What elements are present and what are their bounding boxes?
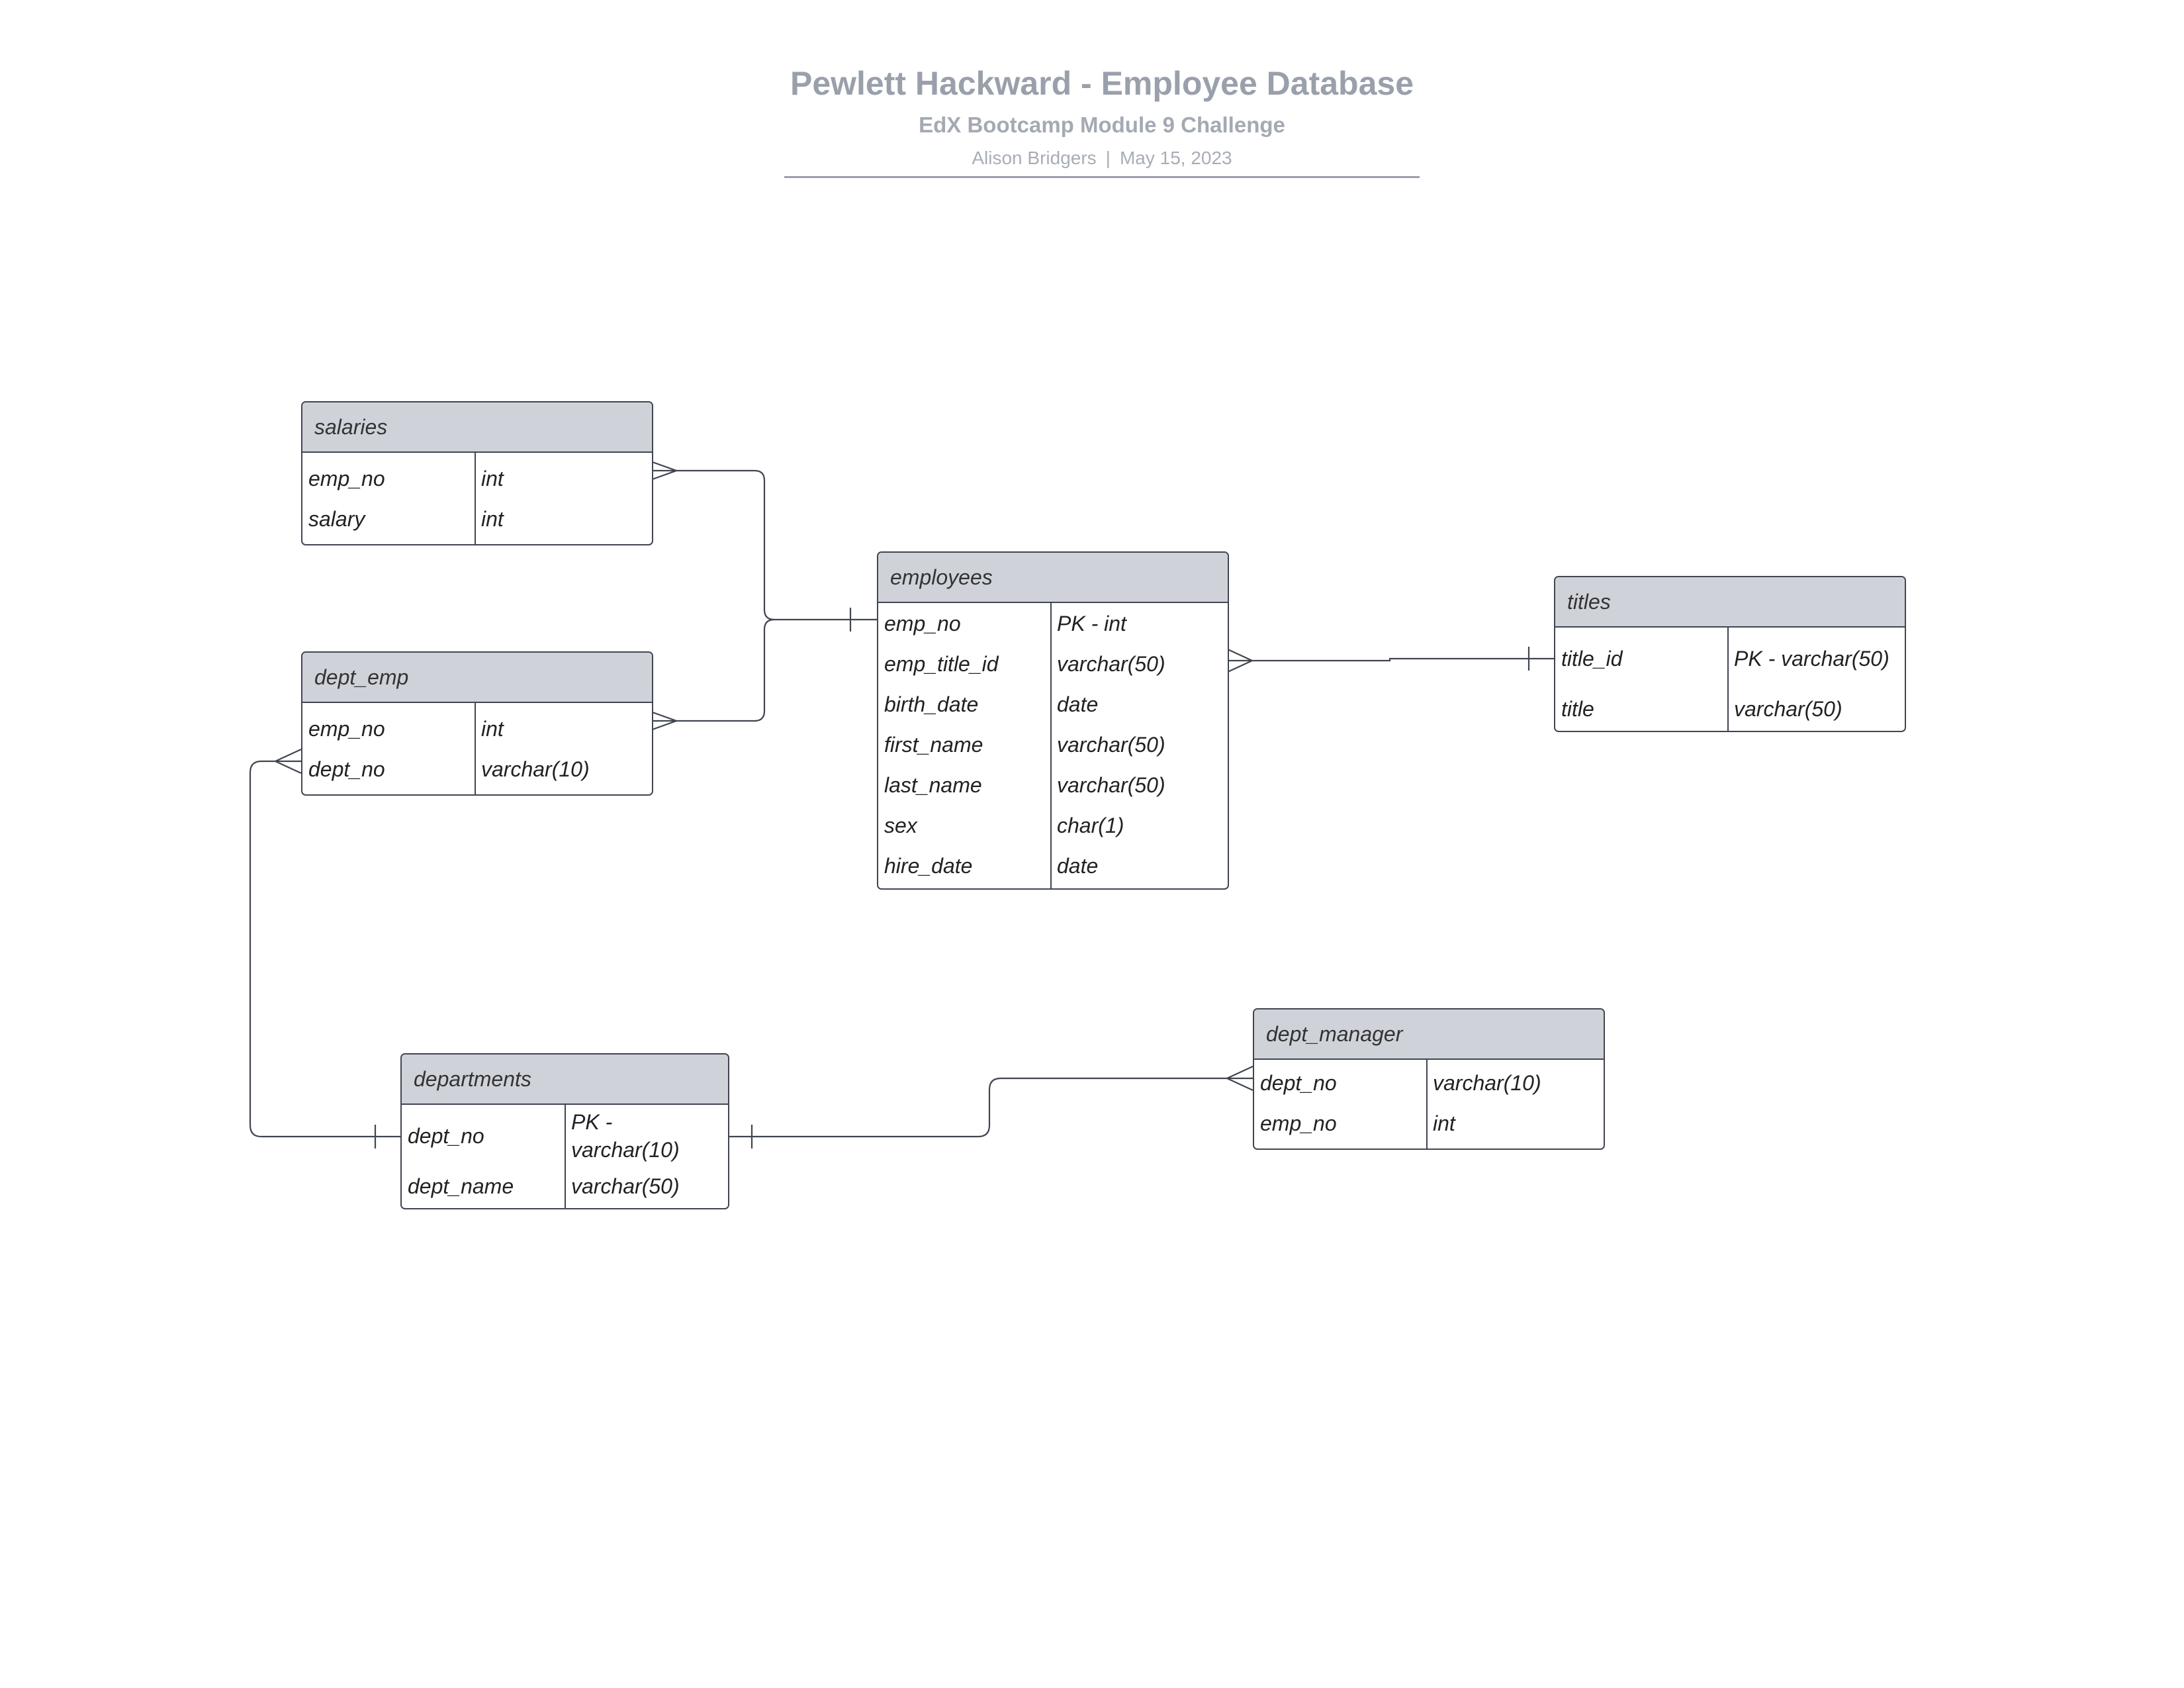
field-name: dept_no bbox=[408, 1124, 484, 1148]
field-type: varchar(50) bbox=[571, 1174, 680, 1198]
field-name: title bbox=[1561, 697, 1594, 721]
field-type: int bbox=[481, 716, 504, 741]
entity-title: titles bbox=[1555, 577, 1905, 628]
field-type: PK - varchar(10) bbox=[571, 1110, 680, 1162]
field-name: emp_no bbox=[1260, 1111, 1337, 1135]
field-name: dept_no bbox=[308, 757, 385, 781]
field-name: birth_date bbox=[884, 692, 979, 716]
meta-separator: | bbox=[1105, 148, 1111, 168]
field-type: int bbox=[481, 506, 504, 531]
field-name: hire_date bbox=[884, 853, 973, 878]
field-name: dept_no bbox=[1260, 1070, 1337, 1095]
field-name: title_id bbox=[1561, 647, 1623, 671]
relationship-dept-emp-employees bbox=[651, 618, 775, 722]
field-row[interactable]: last_name varchar(50) bbox=[878, 765, 1228, 805]
header-divider bbox=[784, 176, 1420, 178]
field-row[interactable]: first_name varchar(50) bbox=[878, 724, 1228, 765]
field-type: varchar(50) bbox=[1057, 651, 1165, 676]
field-row[interactable]: dept_no varchar(10) bbox=[302, 749, 652, 789]
crowfoot-many-icon bbox=[1225, 1066, 1253, 1091]
diagram-header: Pewlett Hackward - Employee Database EdX… bbox=[784, 58, 1420, 178]
entity-title: salaries bbox=[302, 402, 652, 453]
field-name: sex bbox=[884, 813, 917, 837]
field-type: PK - varchar(50) bbox=[1734, 647, 1889, 671]
field-type: varchar(50) bbox=[1734, 697, 1843, 721]
field-row[interactable]: title varchar(50) bbox=[1555, 690, 1905, 728]
field-name: emp_no bbox=[884, 611, 961, 635]
entity-dept-emp[interactable]: dept_emp emp_no int dept_no varchar(10) bbox=[301, 651, 653, 796]
field-name: salary bbox=[308, 506, 365, 531]
field-type: varchar(10) bbox=[481, 757, 590, 781]
entity-employees[interactable]: employees emp_no PK - int emp_title_id v… bbox=[877, 551, 1229, 890]
field-name: first_name bbox=[884, 732, 983, 757]
entity-title: dept_emp bbox=[302, 653, 652, 703]
field-name: emp_title_id bbox=[884, 651, 999, 676]
entity-dept-manager[interactable]: dept_manager dept_no varchar(10) emp_no … bbox=[1253, 1008, 1605, 1150]
field-row[interactable]: title_id PK - varchar(50) bbox=[1555, 628, 1905, 690]
column-divider bbox=[565, 1105, 566, 1208]
field-name: emp_no bbox=[308, 716, 385, 741]
field-name: dept_name bbox=[408, 1174, 514, 1198]
entity-title: departments bbox=[402, 1055, 728, 1105]
field-type: varchar(50) bbox=[1057, 732, 1165, 757]
relationship-dept-emp-departments bbox=[249, 760, 400, 1138]
field-row[interactable]: sex char(1) bbox=[878, 805, 1228, 845]
field-row[interactable]: emp_no int bbox=[302, 708, 652, 749]
field-row[interactable]: emp_no int bbox=[302, 458, 652, 498]
field-name: emp_no bbox=[308, 466, 385, 491]
entity-departments[interactable]: departments dept_no PK - varchar(10) dep… bbox=[400, 1053, 729, 1209]
field-row[interactable]: emp_no int bbox=[1254, 1103, 1604, 1143]
relationship-dept-manager-departments bbox=[727, 1077, 1253, 1138]
entity-title: employees bbox=[878, 553, 1228, 603]
field-type: int bbox=[1433, 1111, 1455, 1135]
field-type: int bbox=[481, 466, 504, 491]
field-row[interactable]: dept_no varchar(10) bbox=[1254, 1062, 1604, 1103]
author-name: Alison Bridgers bbox=[972, 148, 1097, 168]
diagram-title: Pewlett Hackward - Employee Database bbox=[790, 65, 1414, 102]
entity-title: dept_manager bbox=[1254, 1009, 1604, 1060]
field-row[interactable]: salary int bbox=[302, 498, 652, 539]
relationship-employees-titles bbox=[1226, 657, 1554, 662]
field-row[interactable]: emp_title_id varchar(50) bbox=[878, 643, 1228, 684]
crowfoot-many-icon bbox=[650, 710, 679, 731]
field-type: date bbox=[1057, 692, 1099, 716]
field-row[interactable]: hire_date date bbox=[878, 845, 1228, 886]
field-type: date bbox=[1057, 853, 1099, 878]
field-row[interactable]: dept_name varchar(50) bbox=[402, 1167, 728, 1205]
field-type: varchar(10) bbox=[1433, 1070, 1541, 1095]
field-name: last_name bbox=[884, 773, 982, 797]
relationship-salaries-employees bbox=[651, 469, 877, 621]
field-type: PK - int bbox=[1057, 611, 1126, 635]
field-row[interactable]: dept_no PK - varchar(10) bbox=[402, 1105, 728, 1167]
crowfoot-many-icon bbox=[1226, 648, 1254, 673]
diagram-meta: Alison Bridgers | May 15, 2023 bbox=[784, 143, 1420, 173]
crowfoot-many-icon bbox=[273, 749, 302, 774]
crowfoot-many-icon bbox=[650, 460, 679, 481]
field-type: varchar(50) bbox=[1057, 773, 1165, 797]
diagram-subtitle: EdX Bootcamp Module 9 Challenge bbox=[919, 113, 1285, 137]
field-row[interactable]: emp_no PK - int bbox=[878, 603, 1228, 643]
field-row[interactable]: birth_date date bbox=[878, 684, 1228, 724]
entity-titles[interactable]: titles title_id PK - varchar(50) title v… bbox=[1554, 576, 1906, 732]
diagram-date: May 15, 2023 bbox=[1119, 148, 1232, 168]
entity-salaries[interactable]: salaries emp_no int salary int bbox=[301, 401, 653, 545]
field-type: char(1) bbox=[1057, 813, 1124, 837]
